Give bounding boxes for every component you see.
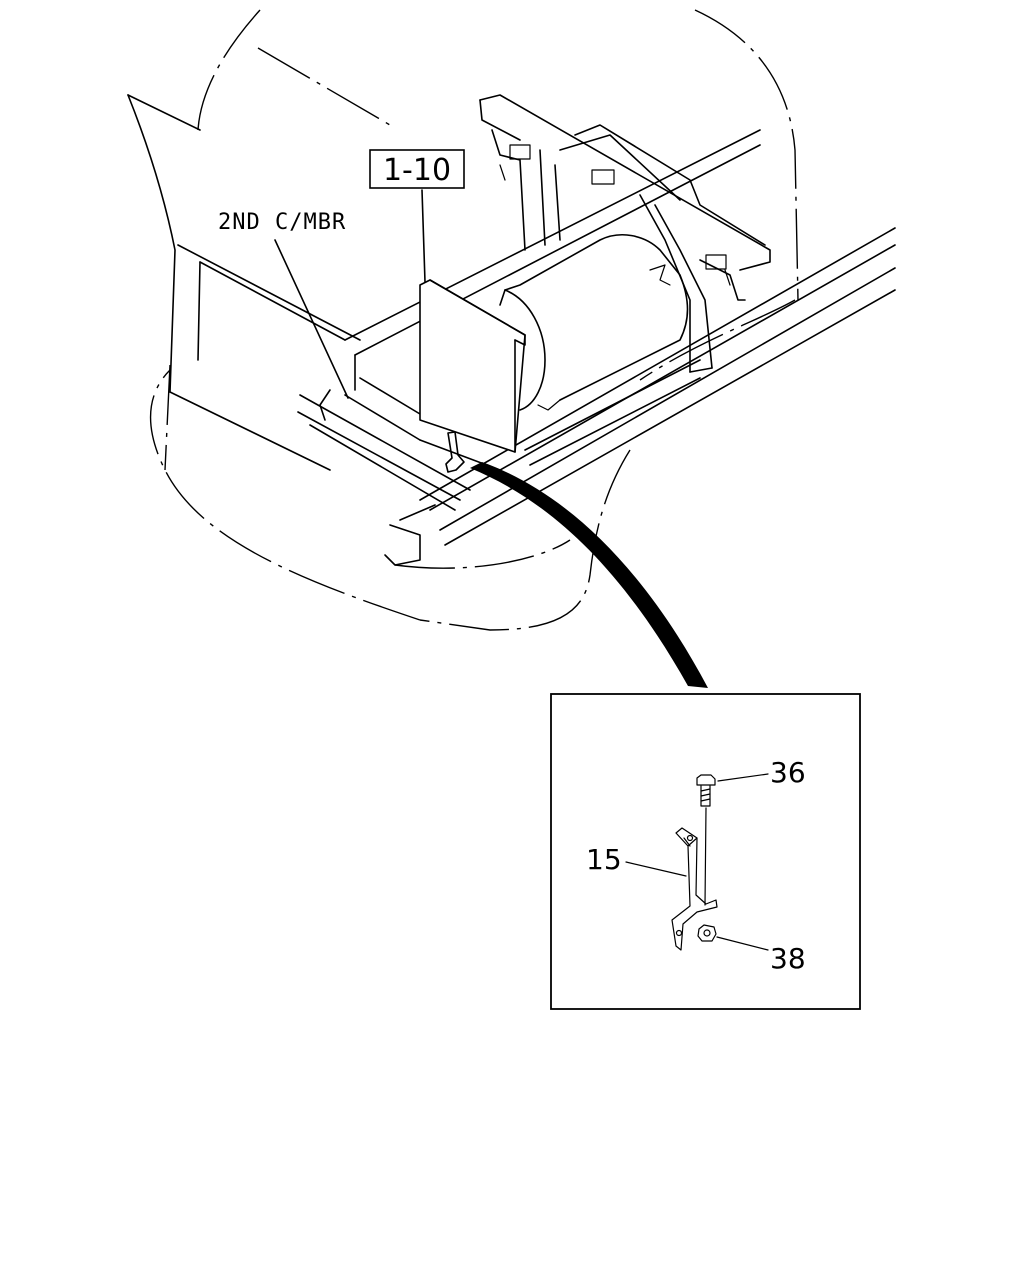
detail-callout-arrow [470,462,708,688]
detail-inset: 36 15 38 [550,693,861,1010]
nut-part [697,924,717,942]
frame-rails [297,129,896,566]
bracket-part [671,827,718,951]
shield-plate [419,279,526,453]
leader-36 [717,773,769,782]
rear-bracket-assembly [479,94,771,373]
frame-bracket [445,431,465,473]
callout-38: 38 [770,942,806,975]
callout-36: 36 [770,756,806,789]
member-label: 2ND C/MBR [218,210,346,235]
member-label-group: 2ND C/MBR [218,210,349,399]
reference-box: 1-10 [369,149,465,283]
bolt-part [696,774,716,906]
fuel-tank [499,234,689,411]
cab-back-panel [127,94,361,471]
leader-15 [625,861,687,877]
leader-38 [716,936,769,951]
body-phantom-outline [149,9,799,631]
reference-box-label: 1-10 [383,153,451,188]
callout-15: 15 [586,843,622,876]
